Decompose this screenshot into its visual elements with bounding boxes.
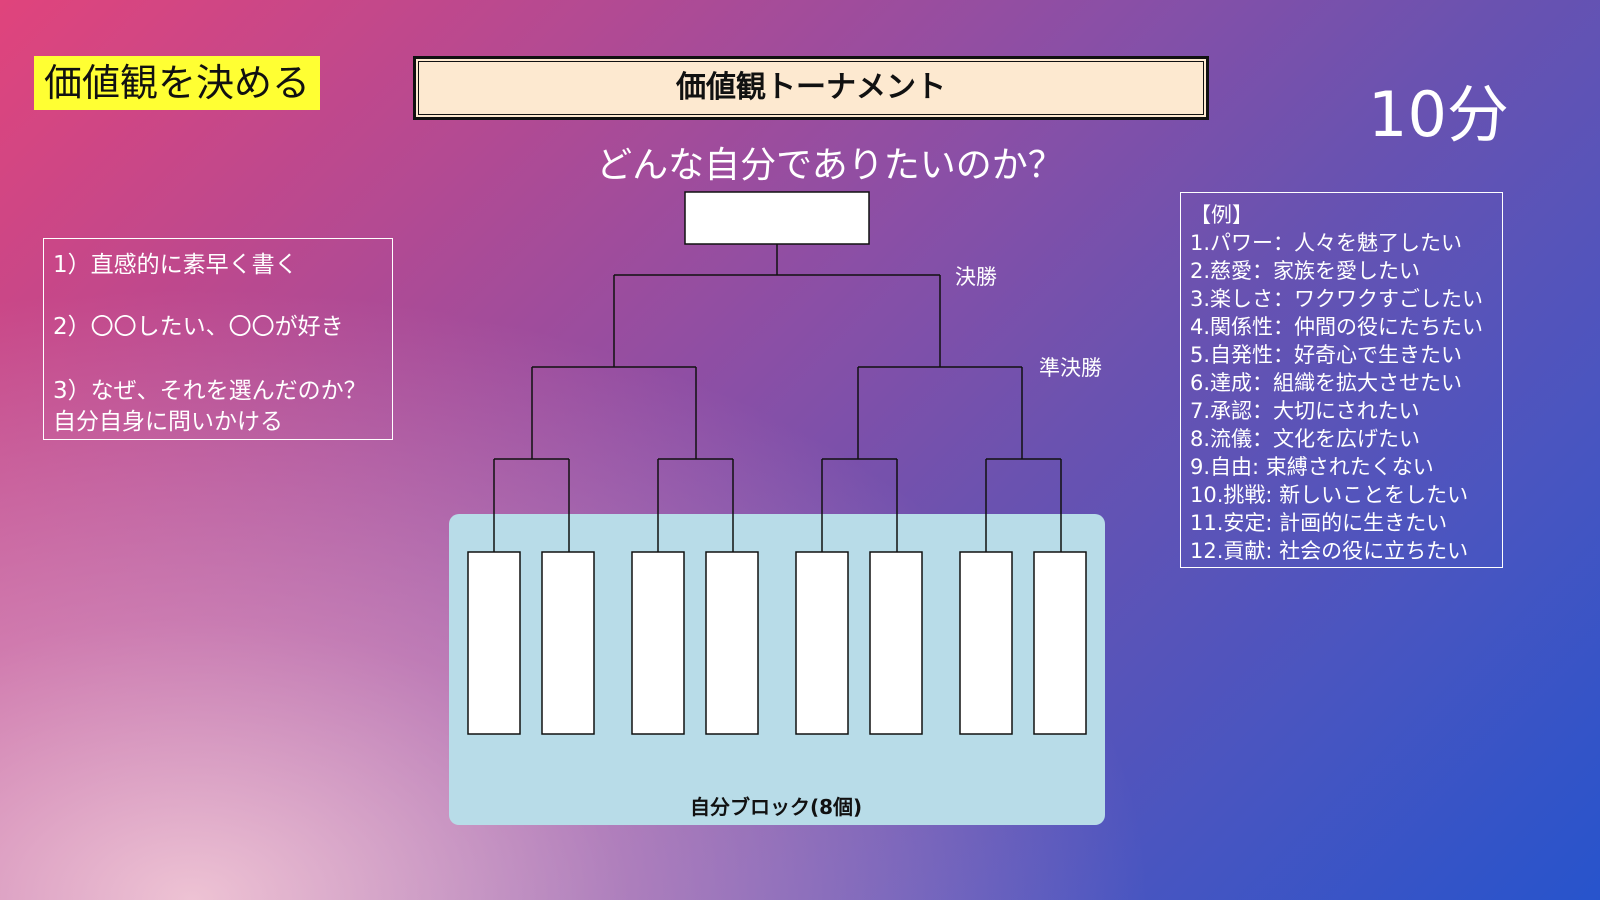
instruction-1: 1）直感的に素早く書く xyxy=(53,252,298,278)
example-item: 8.流儀：文化を広げたい xyxy=(1190,427,1421,451)
example-item: 6.達成：組織を拡大させたい xyxy=(1190,371,1463,395)
champion-box[interactable] xyxy=(684,191,870,245)
entry-box-6[interactable] xyxy=(869,551,923,735)
entry-box-7[interactable] xyxy=(959,551,1013,735)
instruction-3-continued: 自分自身に問いかける xyxy=(53,409,283,435)
instruction-3: 3）なぜ、それを選んだのか？ xyxy=(53,378,367,404)
instruction-2: 2）〇〇したい、〇〇が好き xyxy=(53,314,344,340)
examples-box: 【例】 1.パワー：人々を魅了したい 2.慈愛：家族を愛したい 3.楽しさ：ワク… xyxy=(1180,192,1503,568)
entry-box-3[interactable] xyxy=(631,551,685,735)
question-heading: どんな自分でありたいのか？ xyxy=(596,145,1064,186)
self-block-label: 自分ブロック(8個) xyxy=(690,795,863,819)
corner-label: 価値観を決める xyxy=(34,56,321,110)
timer-label: 10分 xyxy=(1368,78,1509,151)
final-label: 決勝 xyxy=(955,265,997,289)
example-item: 5.自発性：好奇心で生きたい xyxy=(1190,343,1463,367)
example-item: 3.楽しさ：ワクワクすごしたい xyxy=(1190,287,1484,311)
example-item: 1.パワー：人々を魅了したい xyxy=(1190,231,1463,255)
entry-box-4[interactable] xyxy=(705,551,759,735)
example-item: 10.挑戦: 新しいことをしたい xyxy=(1190,483,1469,507)
example-item: 12.貢献: 社会の役に立ちたい xyxy=(1190,539,1469,563)
example-item: 9.自由: 束縛されたくない xyxy=(1190,455,1434,479)
example-item: 2.慈愛：家族を愛したい xyxy=(1190,259,1421,283)
semifinal-label: 準決勝 xyxy=(1039,356,1102,380)
instructions-box: 1）直感的に素早く書く 2）〇〇したい、〇〇が好き 3）なぜ、それを選んだのか？… xyxy=(43,238,393,440)
bracket-lines xyxy=(493,244,1062,552)
entry-box-1[interactable] xyxy=(467,551,521,735)
self-block-panel xyxy=(449,514,1105,825)
example-item: 11.安定: 計画的に生きたい xyxy=(1190,511,1448,535)
examples-heading: 【例】 xyxy=(1190,203,1253,227)
entry-box-2[interactable] xyxy=(541,551,595,735)
example-item: 7.承認：大切にされたい xyxy=(1190,399,1420,423)
entry-boxes xyxy=(467,551,1087,735)
entry-box-8[interactable] xyxy=(1033,551,1087,735)
entry-box-5[interactable] xyxy=(795,551,849,735)
example-item: 4.関係性：仲間の役にたちたい xyxy=(1190,315,1484,339)
page-title: 価値観トーナメント xyxy=(413,56,1209,120)
